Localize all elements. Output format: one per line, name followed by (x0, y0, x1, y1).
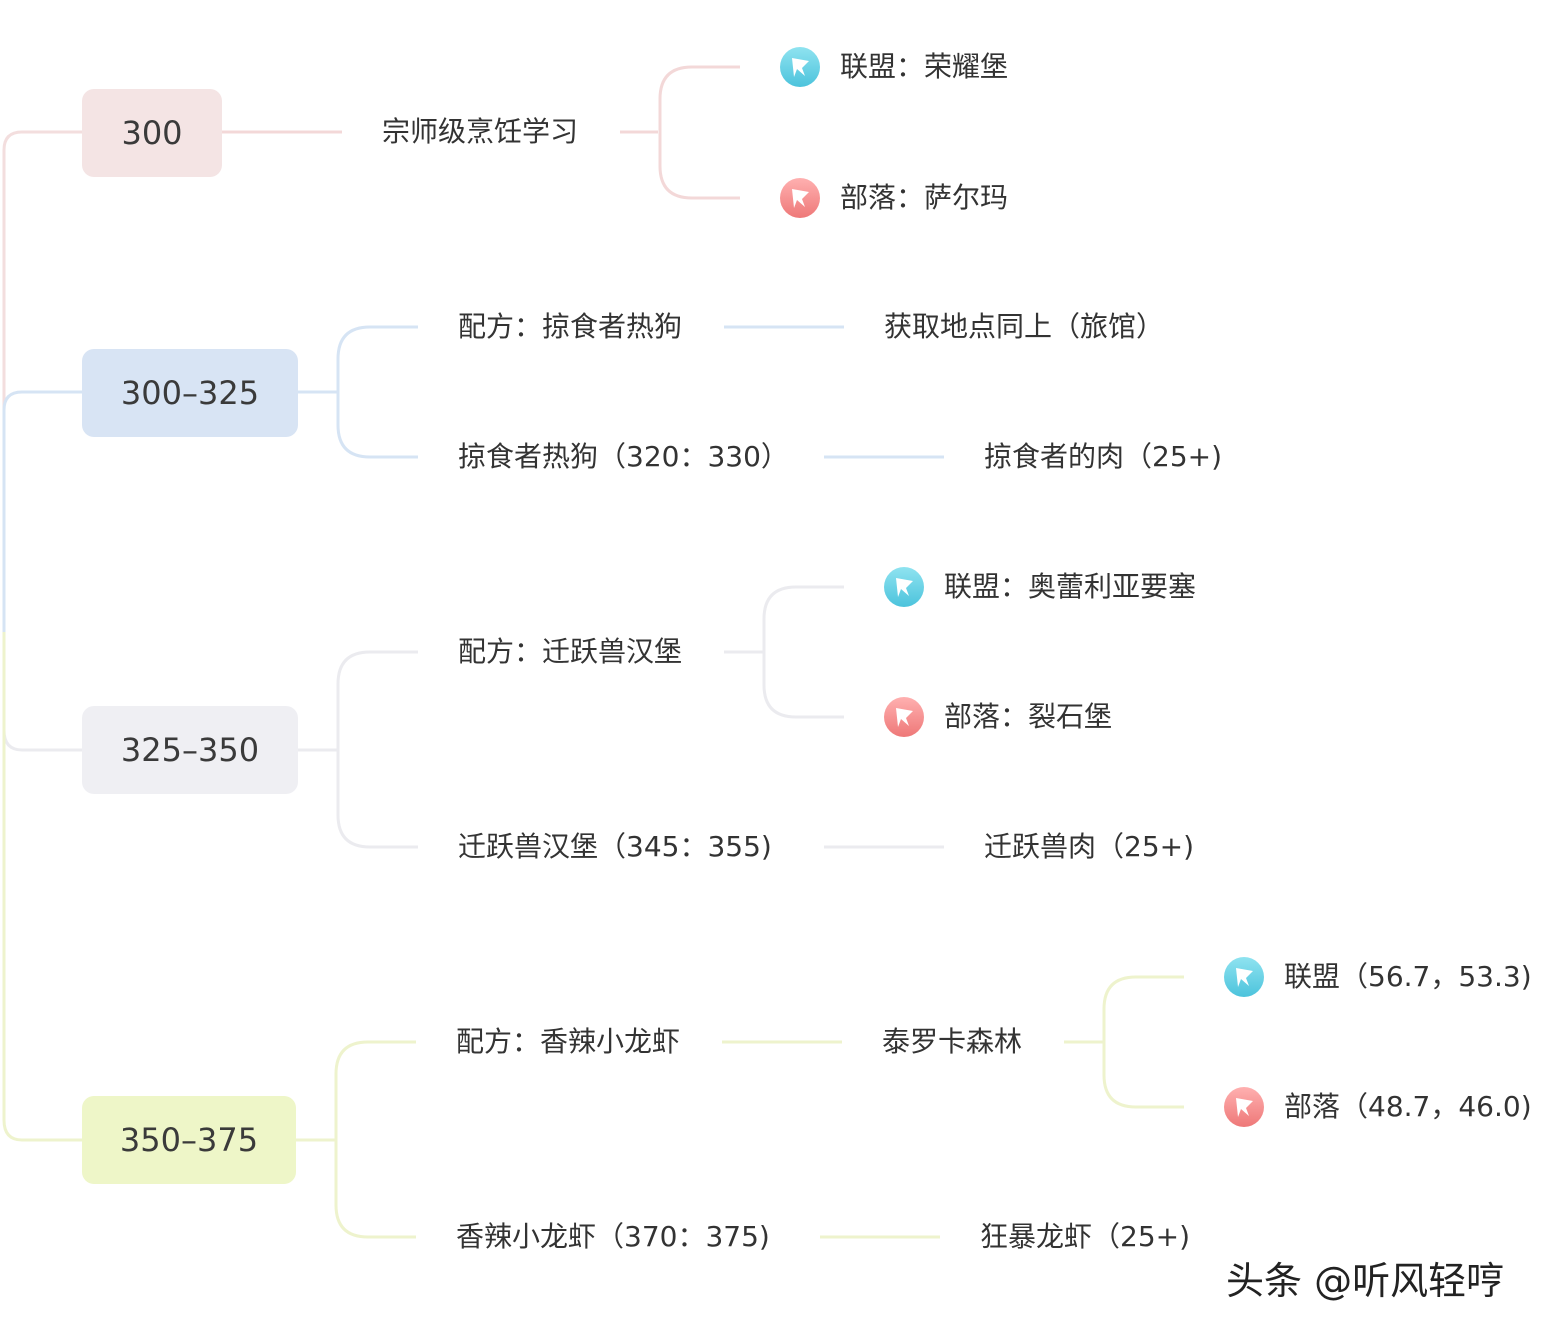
level-350-375-node: 350–375 (82, 1096, 296, 1184)
horde-flag-icon (780, 178, 820, 218)
horde-coordinates: 部落（48.7，46.0) (1284, 1090, 1532, 1123)
level-300-label: 300 (121, 114, 183, 152)
alliance-coordinates: 联盟（56.7，53.3) (1284, 960, 1532, 993)
alliance-flag-icon (780, 47, 820, 87)
dish-talbuk-burger: 迁跃兽汉堡（345：355) (458, 830, 772, 863)
alliance-flag-icon (1224, 957, 1264, 997)
recipe-talbuk-burger: 配方：迁跃兽汉堡 (458, 635, 683, 668)
level-325-350-node: 325–350 (82, 706, 298, 794)
recipe-source-inn: 获取地点同上（旅馆） (884, 310, 1165, 343)
material-predator-meat: 掠食者的肉（25+) (984, 440, 1223, 473)
recipe-source-terokkar: 泰罗卡森林 (882, 1025, 1023, 1058)
material-talbuk-meat: 迁跃兽肉（25+) (984, 830, 1195, 863)
material-furious-crawdad: 狂暴龙虾（25+) (980, 1220, 1191, 1253)
level-300-325-label: 300–325 (120, 374, 260, 412)
level-300-325-node: 300–325 (82, 349, 298, 437)
dish-spicy-crawdad: 香辣小龙虾（370：375) (456, 1220, 770, 1253)
recipe-predator-hotdog: 配方：掠食者热狗 (458, 310, 683, 343)
horde-trainer-location: 部落：萨尔玛 (840, 181, 1009, 214)
alliance-recipe-location: 联盟：奥蕾利亚要塞 (944, 570, 1197, 603)
watermark: 头条 @听风轻哼 (1226, 1259, 1505, 1303)
level-300-node: 300 (82, 89, 222, 177)
level-350-375-label: 350–375 (119, 1121, 259, 1159)
alliance-flag-icon (884, 567, 924, 607)
grandmaster-learning-text: 宗师级烹饪学习 (382, 115, 579, 148)
dish-predator-hotdog: 掠食者热狗（320：330） (458, 440, 789, 473)
recipe-spicy-crawdad: 配方：香辣小龙虾 (456, 1025, 681, 1058)
horde-flag-icon (1224, 1087, 1264, 1127)
level-325-350-label: 325–350 (120, 731, 260, 769)
alliance-trainer-location: 联盟：荣耀堡 (840, 50, 1009, 83)
horde-flag-icon (884, 697, 924, 737)
horde-recipe-location: 部落：裂石堡 (944, 700, 1113, 733)
